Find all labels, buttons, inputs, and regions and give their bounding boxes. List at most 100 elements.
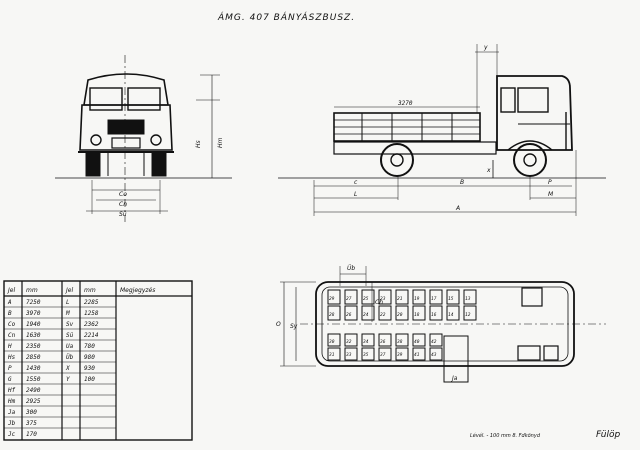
seat — [327, 305, 341, 321]
seat-number: 25 — [363, 296, 369, 302]
table-header-cell: Jel — [7, 287, 15, 294]
seat — [463, 289, 477, 305]
seat — [378, 347, 392, 361]
seat — [446, 305, 460, 321]
table-cell: Jc — [7, 431, 16, 438]
seat — [412, 347, 426, 361]
table-cell: 100 — [84, 376, 95, 383]
seat-number: 17 — [431, 296, 437, 302]
top-label-sy: Sy — [290, 323, 298, 330]
table-cell: Hf — [7, 387, 16, 394]
side-label-x: x — [486, 167, 491, 174]
table-cell: M — [65, 310, 70, 317]
seat-number: 39 — [396, 352, 403, 358]
seat-number: 30 — [328, 339, 335, 345]
seat-number: 18 — [414, 312, 420, 318]
table-cell: 3970 — [25, 310, 41, 317]
seat — [361, 347, 375, 361]
front-label-hs: Hs — [195, 140, 202, 148]
table-cell: H — [7, 343, 12, 350]
table-cell: Jb — [7, 420, 16, 427]
table-cell: 980 — [84, 354, 95, 361]
seat — [361, 333, 375, 347]
table-cell: X — [65, 365, 70, 372]
seat — [344, 333, 358, 347]
front-label-su: Sü — [119, 211, 127, 218]
table-cell: 2850 — [26, 354, 41, 361]
seat — [344, 305, 358, 321]
seat — [395, 347, 409, 361]
top-view — [280, 266, 606, 383]
seat-number: 26 — [346, 312, 352, 318]
top-label-ja: Ja — [451, 375, 458, 382]
table-cell: Hs — [7, 354, 16, 361]
side-label-y: y — [483, 44, 488, 51]
table-cell: 1630 — [26, 332, 41, 339]
side-label-length: 3270 — [397, 100, 413, 107]
seat-number: 19 — [414, 296, 420, 302]
seat-number: 24 — [363, 312, 369, 318]
seat-rows: 2928272625242322212019181716151413123031… — [327, 289, 477, 361]
seat-number: 12 — [465, 312, 471, 318]
side-label-l: L — [354, 191, 357, 198]
seat-number: 41 — [414, 352, 420, 358]
table-cell: 2350 — [26, 343, 41, 350]
table-cell: Sv — [66, 321, 74, 328]
seat — [327, 347, 341, 361]
seat-number: 16 — [431, 312, 437, 318]
drawing-title: ÁMG. 407 BÁNYÁSZBUSZ. — [217, 11, 355, 23]
seat — [327, 333, 341, 347]
table-cell: 375 — [25, 420, 37, 427]
seat-number: 22 — [380, 312, 386, 318]
side-label-m: M — [548, 191, 554, 198]
table-header-cell: mm — [84, 287, 96, 294]
front-label-hm: Hm — [217, 137, 224, 148]
table-cell: 780 — [84, 343, 95, 350]
seat-number: 38 — [396, 339, 403, 345]
side-label-c: c — [354, 179, 358, 186]
table-cell: G — [8, 376, 12, 383]
seat — [429, 289, 443, 305]
signature-note: Lévél. - 100 mm 8. Fdkönyd — [470, 432, 541, 439]
seat-number: 31 — [328, 352, 335, 358]
seat-number: 32 — [345, 339, 352, 345]
side-label-p: P — [548, 179, 552, 186]
seat — [395, 289, 409, 305]
seat — [361, 289, 375, 305]
seat-number: 33 — [345, 352, 352, 358]
seat — [429, 333, 443, 347]
seat — [412, 333, 426, 347]
table-cell: 170 — [26, 431, 37, 438]
seat-number: 29 — [329, 296, 335, 302]
seat — [378, 289, 392, 305]
table-cell: 2490 — [26, 387, 41, 394]
side-label-a: A — [455, 205, 460, 212]
table-cell: 930 — [84, 365, 95, 372]
seat — [446, 289, 460, 305]
seat-number: 36 — [379, 339, 386, 345]
table-cell: Sü — [66, 332, 74, 339]
table-cell: Üb — [66, 354, 74, 361]
seat-number: 34 — [362, 339, 369, 345]
front-view — [55, 55, 232, 222]
table-cell: Cn — [8, 332, 16, 339]
seat-number: 15 — [448, 296, 454, 302]
top-label-o: O — [276, 321, 281, 328]
seat — [344, 289, 358, 305]
seat — [395, 333, 409, 347]
table-cell: Co — [8, 321, 16, 328]
seat-number: 42 — [431, 339, 437, 345]
seat-number: 21 — [397, 296, 403, 302]
seat-number: 27 — [346, 296, 352, 302]
seat — [412, 305, 426, 321]
top-label-ub: Üb — [347, 265, 355, 272]
dimension-table — [3, 280, 193, 441]
front-label-cn: Cn — [119, 201, 127, 208]
table-cell: 1940 — [26, 321, 41, 328]
table-cell: L — [66, 299, 70, 306]
table-cell: 2214 — [84, 332, 99, 339]
table-cell: Hm — [7, 398, 16, 405]
